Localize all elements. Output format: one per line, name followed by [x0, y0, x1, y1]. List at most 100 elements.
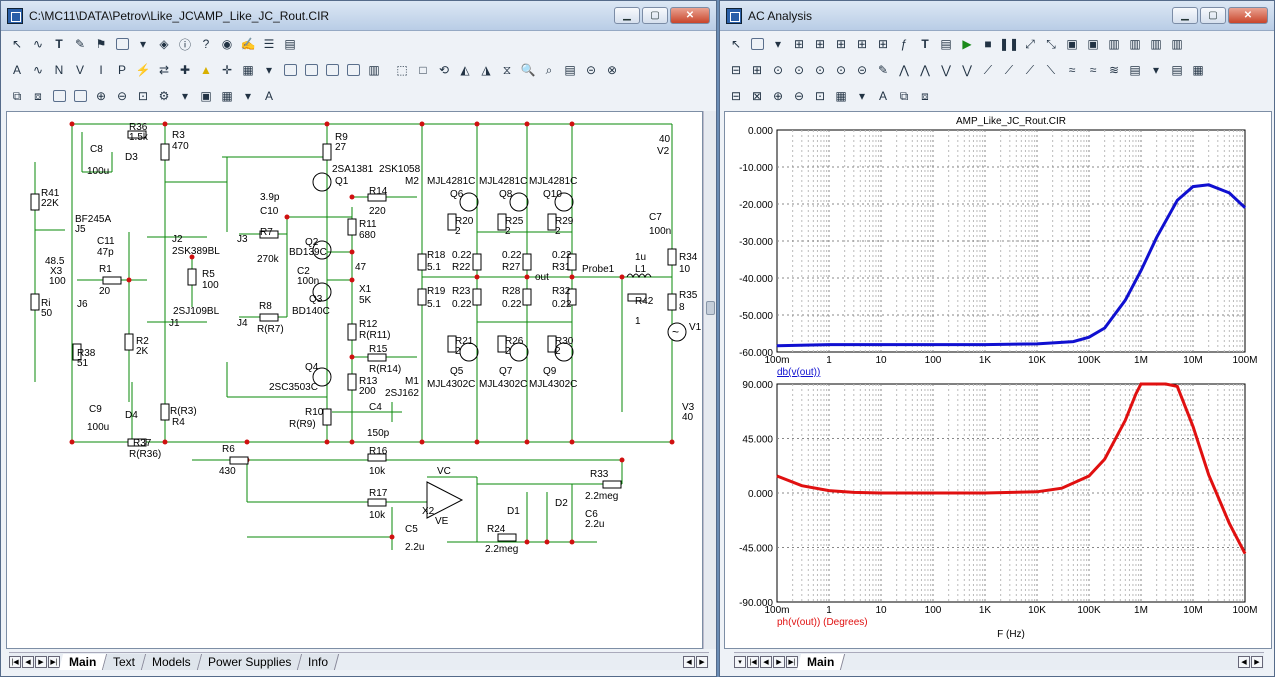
format-icon[interactable]: ▥ [368, 63, 380, 77]
maximize-button[interactable]: ▢ [642, 7, 668, 24]
columns-4-icon[interactable]: ▥ [1171, 37, 1183, 51]
schematic-titlebar[interactable]: C:\MC11\DATA\Petrov\Like_JC\AMP_Like_JC_… [1, 1, 716, 31]
scale-4-icon[interactable]: ⊞ [856, 37, 868, 51]
page-2-icon[interactable] [301, 60, 321, 80]
slope-icon[interactable]: ⟋ [983, 62, 993, 77]
analysis-layout-menu-icon[interactable]: ▾ [858, 89, 866, 103]
square-icon[interactable]: □ [419, 63, 427, 77]
grid-box-icon[interactable]: ⊞ [751, 63, 763, 77]
tab-info[interactable]: Info [298, 653, 340, 670]
scale-3-icon[interactable]: ⊞ [835, 37, 847, 51]
warning-icon[interactable]: ▲ [200, 63, 212, 77]
scrollbar-thumb[interactable] [706, 301, 715, 315]
tile-v-icon[interactable]: ⊠ [751, 89, 763, 103]
box-icon[interactable]: ⬚ [396, 63, 408, 77]
valley-icon[interactable]: ⋁ [941, 63, 951, 77]
minus-icon[interactable]: ⊟ [730, 63, 742, 77]
node-voltages-icon[interactable]: V [75, 63, 84, 77]
zoom-fit-icon[interactable]: ⊡ [137, 89, 149, 103]
slope-3-icon[interactable]: ⟋ [1025, 62, 1035, 77]
stop-run-icon[interactable]: ■ [984, 37, 992, 51]
stop-icon[interactable]: ⊝ [585, 63, 597, 77]
analysis-minimize-button[interactable]: ▁ [1172, 7, 1198, 24]
grid-icon[interactable]: ▦ [242, 63, 254, 77]
first-page-icon[interactable]: |◀ [9, 655, 21, 668]
wave-icon[interactable]: ∿ [32, 63, 44, 77]
tile-2-icon[interactable]: ▣ [1087, 37, 1099, 51]
point-icon[interactable]: ◉ [221, 37, 233, 51]
pin-connections-icon[interactable]: ✚ [179, 63, 191, 77]
analysis-component-menu-icon[interactable]: ▾ [774, 37, 782, 51]
tools-menu-icon[interactable]: ▾ [181, 89, 189, 103]
next-page-icon[interactable]: ▶ [35, 655, 47, 668]
numeric-icon[interactable]: ▤ [1171, 63, 1183, 77]
calendar-icon[interactable]: ▦ [1192, 63, 1204, 77]
analysis-select-icon[interactable]: ↖ [730, 37, 742, 51]
run-icon[interactable]: ▶ [962, 37, 972, 51]
analysis-prev-icon[interactable]: ◀ [760, 655, 772, 668]
properties-icon[interactable]: ▤ [284, 37, 296, 51]
scroll-right-icon[interactable]: ▶ [696, 655, 708, 668]
binoculars-icon[interactable]: ⌕ [545, 62, 553, 77]
function-icon[interactable]: ƒ [900, 37, 908, 51]
wire-mode-icon[interactable]: ∿ [32, 37, 44, 51]
columns-2-icon[interactable]: ▥ [1129, 37, 1141, 51]
zoom-in-icon[interactable]: ⊕ [95, 89, 107, 103]
analysis-first-icon[interactable]: |◀ [747, 655, 759, 668]
attr-text-icon[interactable]: A [12, 63, 21, 77]
copy-icon[interactable]: ⧉ [12, 88, 22, 103]
mirror-icon[interactable]: ⧖ [502, 62, 512, 77]
conditions-icon[interactable]: ⇄ [158, 63, 170, 77]
analysis-edit-icon[interactable]: ✎ [877, 63, 889, 77]
scale-2-icon[interactable]: ⊞ [814, 37, 826, 51]
page-3-icon[interactable] [322, 60, 342, 80]
analysis-close-button[interactable]: ✕ [1228, 7, 1268, 24]
macro-icon[interactable]: ▣ [200, 89, 212, 103]
power-icon[interactable]: P [117, 63, 126, 77]
analysis-properties-icon[interactable]: ▤ [940, 37, 952, 51]
delete-page-icon[interactable] [70, 86, 90, 106]
flash-icon[interactable]: ⚡ [135, 63, 151, 77]
currents-icon[interactable]: I [99, 63, 103, 77]
valley-2-icon[interactable]: ⋁ [962, 63, 972, 77]
graphics-icon[interactable]: ✎ [74, 37, 86, 51]
scale-5-icon[interactable]: ⊞ [877, 37, 889, 51]
analysis-last-icon[interactable]: ▶| [786, 655, 798, 668]
plot-area[interactable]: 0.000-10.000-20.000-30.000-40.000-50.000… [724, 111, 1272, 649]
grid-menu-icon[interactable]: ▾ [265, 63, 273, 77]
layout-icon[interactable]: ▦ [221, 89, 233, 103]
flip-y-icon[interactable]: ◮ [481, 63, 491, 77]
tab-main[interactable]: Main [58, 653, 108, 670]
help-icon[interactable]: ? [202, 37, 210, 51]
tile-icon[interactable]: ▣ [1066, 37, 1078, 51]
analysis-zoom-out-icon[interactable]: ⊖ [793, 89, 805, 103]
list-icon[interactable]: ☰ [263, 37, 275, 51]
flip-x-icon[interactable]: ◭ [460, 63, 470, 77]
pause-icon[interactable]: ❚❚ [998, 37, 1020, 51]
wave-4-icon[interactable]: ≋ [1108, 63, 1120, 77]
tab-power-supplies[interactable]: Power Supplies [197, 653, 303, 670]
cross-icon[interactable]: ✛ [221, 63, 233, 77]
zoom-out-icon[interactable]: ⊖ [116, 89, 128, 103]
analysis-font-icon[interactable]: A [878, 89, 887, 103]
cursor-3-icon[interactable]: ⊙ [814, 63, 826, 77]
cursor-5-icon[interactable]: ⊝ [856, 63, 868, 77]
tab-text[interactable]: Text [103, 653, 147, 670]
pin-icon[interactable]: ◈ [159, 37, 169, 51]
schematic-vertical-scrollbar[interactable] [703, 111, 716, 649]
edit-icon[interactable]: ✍ [240, 37, 256, 51]
columns-icon[interactable]: ▥ [1108, 37, 1120, 51]
plot-icon[interactable]: ⤢ [1025, 36, 1035, 51]
tab-models[interactable]: Models [142, 653, 203, 670]
analysis-menu-icon[interactable]: ▾ [734, 655, 746, 668]
find-icon[interactable]: 🔍 [520, 63, 536, 77]
select-mode-icon[interactable]: ↖ [11, 37, 23, 51]
peak-icon[interactable]: ⋀ [899, 63, 909, 77]
analysis-text-icon[interactable]: T [921, 37, 929, 51]
new-page-icon[interactable] [49, 86, 69, 106]
analysis-scroll-right-icon[interactable]: ▶ [1251, 655, 1263, 668]
text-mode-icon[interactable]: T [55, 37, 63, 51]
notes-icon[interactable]: ▤ [564, 63, 576, 77]
analysis-maximize-button[interactable]: ▢ [1200, 7, 1226, 24]
